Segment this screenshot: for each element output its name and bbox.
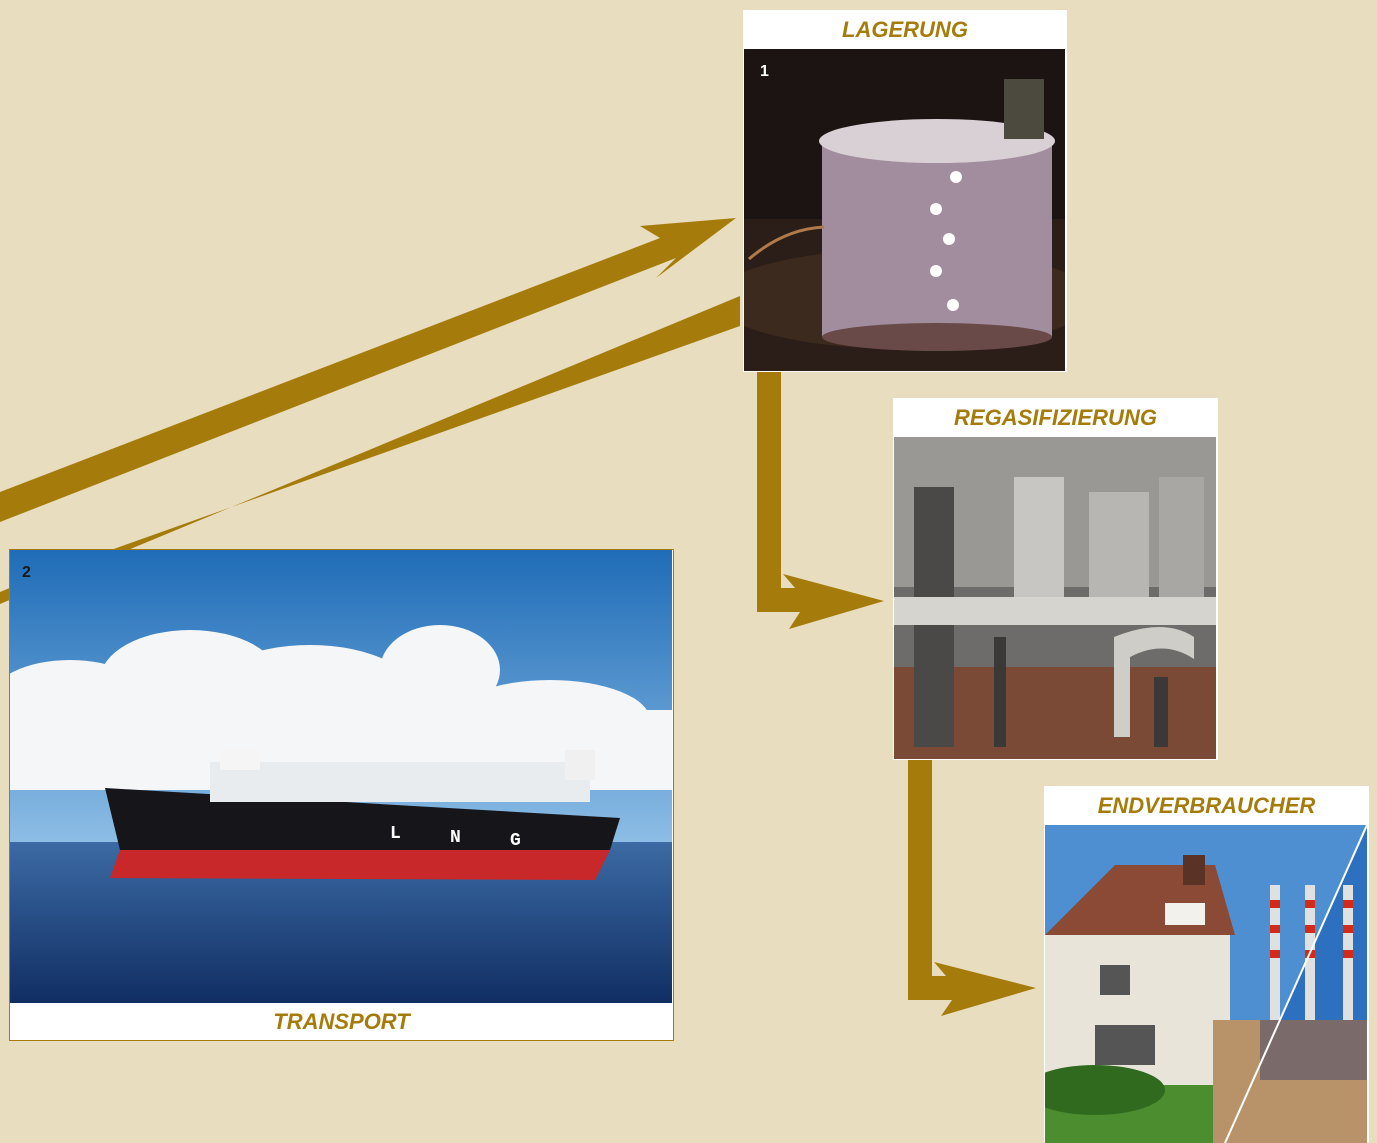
transport-number: 2 [22, 564, 31, 581]
lng-tanker-ship-image: L N G [10, 550, 672, 1003]
arrow-transport-to-storage [0, 218, 736, 522]
arrow-storage-to-regas [757, 372, 884, 629]
arrow-storage-to-transport [0, 296, 740, 604]
storage-number: 1 [760, 63, 769, 80]
regas-panel: REGASIFIZIERUNG [893, 398, 1218, 760]
lng-storage-tank-image [744, 49, 1065, 371]
regasification-plant-image [894, 437, 1216, 759]
consumer-panel: ENDVERBRAUCHER [1044, 786, 1369, 1143]
transport-caption: TRANSPORT [273, 1009, 410, 1034]
transport-panel: L N G 2 TRANSPORT [9, 549, 674, 1041]
regas-caption: REGASIFIZIERUNG [954, 405, 1157, 430]
ship-letter-n: N [450, 828, 461, 848]
ship-letter-l: L [390, 824, 401, 844]
ship-letter-g: G [510, 831, 521, 851]
storage-caption: LAGERUNG [842, 17, 968, 42]
arrow-regas-to-consumer [908, 760, 1036, 1016]
house-and-power-plant-image [1045, 825, 1367, 1143]
storage-panel: LAGERUNG 1 [743, 10, 1067, 372]
consumer-caption: ENDVERBRAUCHER [1097, 793, 1316, 818]
